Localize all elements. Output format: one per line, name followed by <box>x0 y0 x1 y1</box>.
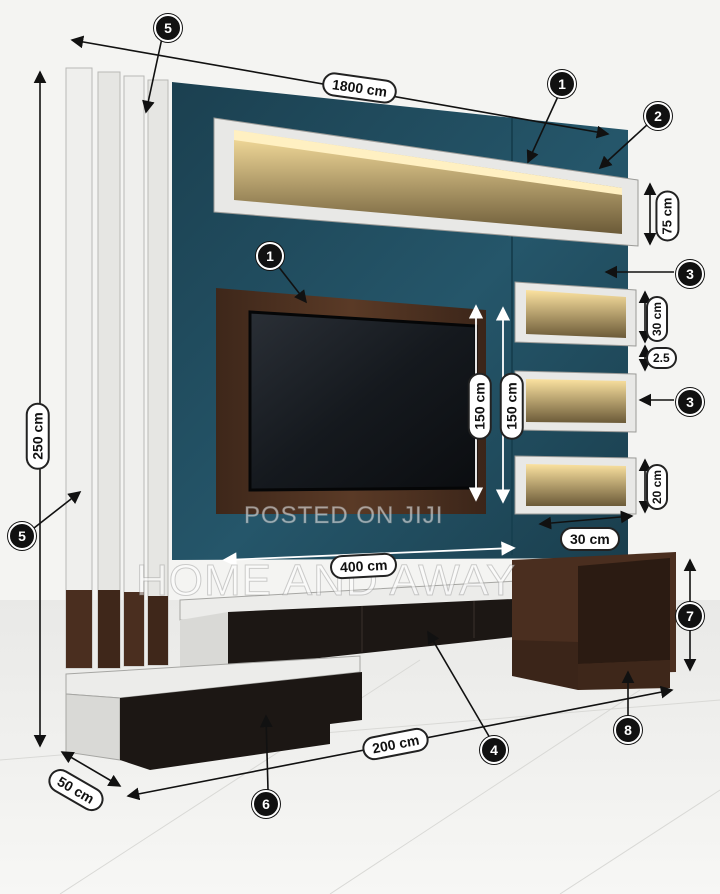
tv-height-label-b: 150 cm <box>499 372 524 440</box>
callout-eight: 8 <box>614 716 642 744</box>
total-height-label: 250 cm <box>25 402 50 470</box>
tv-panel-width-label: 400 cm <box>329 552 399 580</box>
callout-one-top: 1 <box>548 70 576 98</box>
tv-height-label-a: 150 cm <box>467 372 492 440</box>
callout-five-top: 5 <box>154 14 182 42</box>
top-shelf <box>213 117 639 247</box>
shelf-depth-label: 30 cm <box>560 527 620 551</box>
callout-three-a: 3 <box>676 260 704 288</box>
callout-one-tv: 1 <box>256 242 284 270</box>
small-shelf-1 <box>514 281 637 347</box>
shelf-gap-label: 2.5 <box>646 347 677 369</box>
top-shelf-height-label: 75 cm <box>655 190 680 242</box>
small-shelf-2 <box>514 370 637 433</box>
small-shelf-3 <box>514 455 637 515</box>
callout-three-b: 3 <box>676 388 704 416</box>
callout-six: 6 <box>252 790 280 818</box>
callout-four: 4 <box>480 736 508 764</box>
watermark-posted: POSTED ON JIJI <box>243 502 444 530</box>
upper-console <box>179 577 579 668</box>
tv-screen <box>248 310 478 492</box>
callout-five-left: 5 <box>8 522 36 550</box>
small-shelf-height-label: 30 cm <box>646 295 669 343</box>
callout-seven: 7 <box>676 602 704 630</box>
side-cabinet <box>512 552 676 690</box>
callout-two: 2 <box>644 102 672 130</box>
watermark-brand: HOME AND AWAY <box>136 556 517 606</box>
bottom-shelf-height-label: 20 cm <box>646 463 669 511</box>
vertical-slats <box>65 67 169 669</box>
callout-leaders <box>33 37 690 791</box>
